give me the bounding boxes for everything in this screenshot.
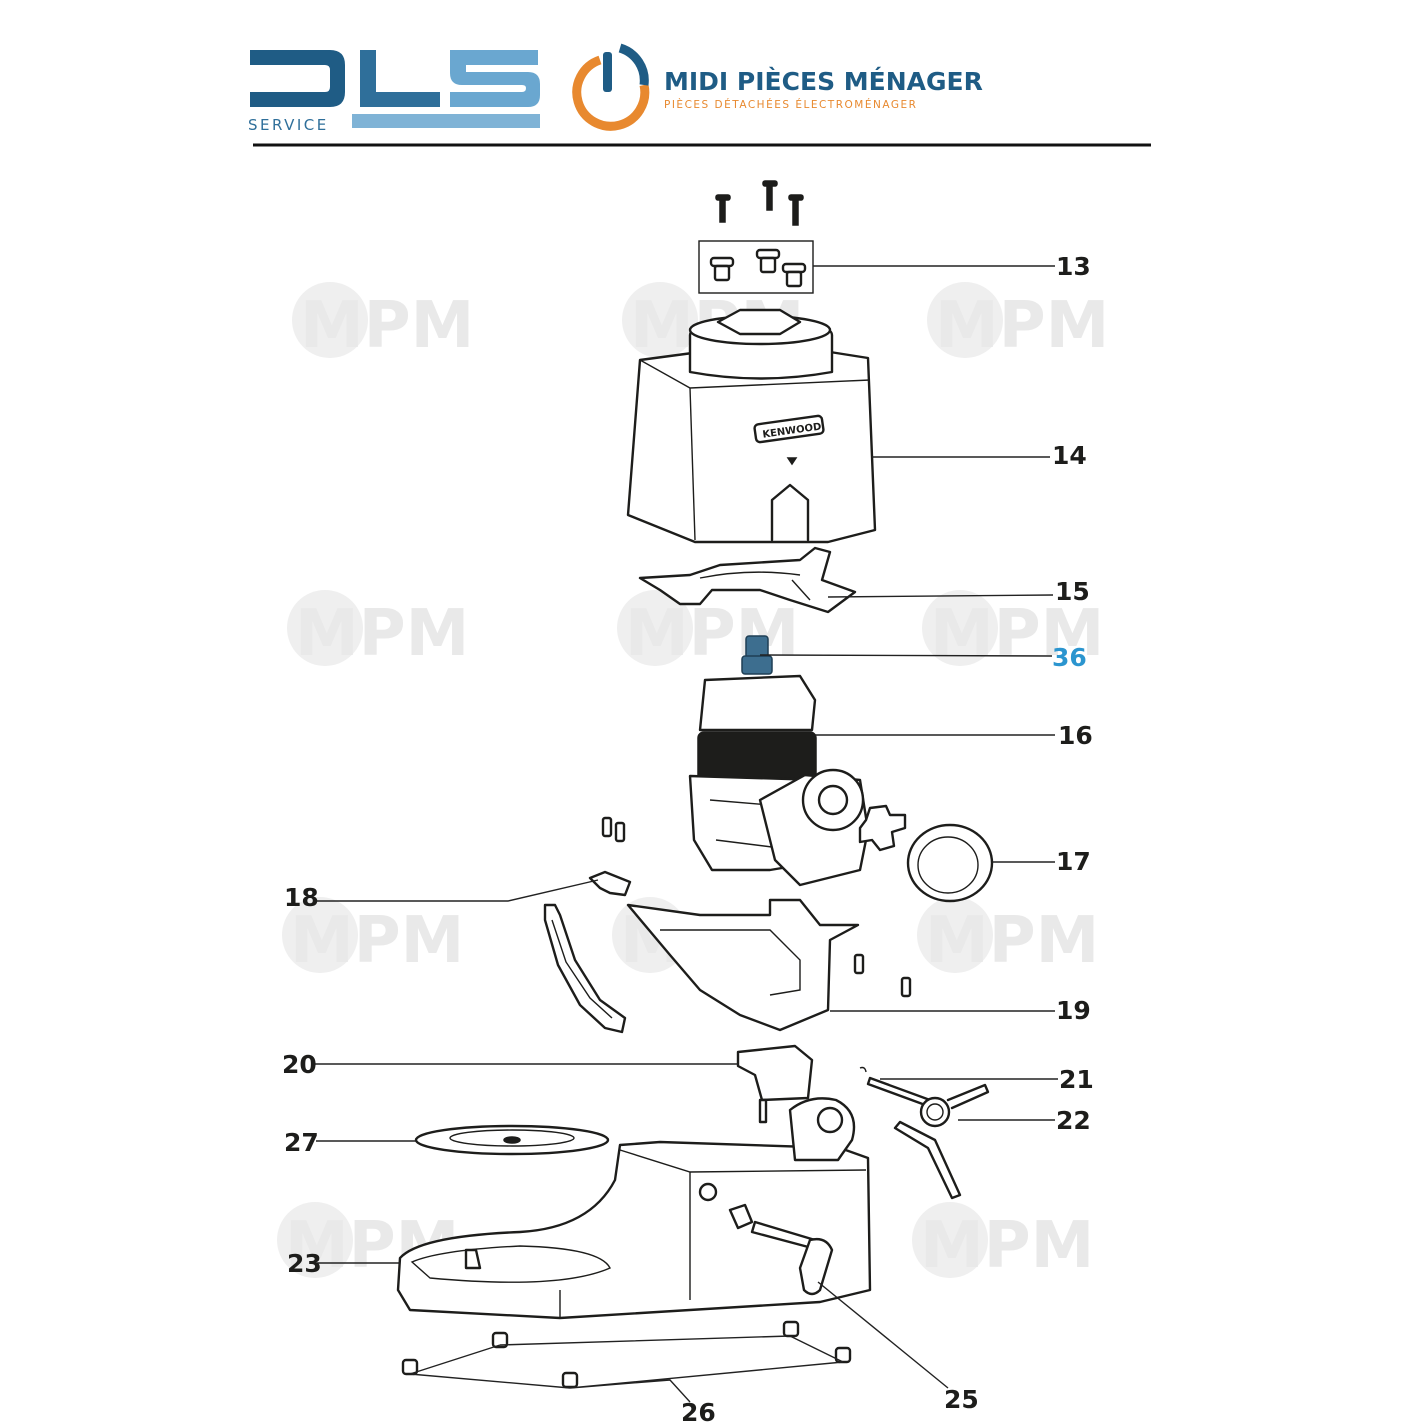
- part-25-lever: [728, 1203, 834, 1296]
- part-22-spring: [893, 1083, 990, 1200]
- label-20: 20: [282, 1050, 317, 1079]
- watermark: MPM: [912, 1202, 1094, 1283]
- label-27: 27: [284, 1128, 319, 1157]
- svg-text:MPM: MPM: [290, 904, 464, 978]
- label-18: 18: [284, 883, 319, 912]
- svg-text:MPM: MPM: [920, 1209, 1094, 1283]
- watermark: MPM: [282, 897, 464, 978]
- mpm-logo: MIDI PIÈCES MÉNAGER PIÈCES DÉTACHÉES ÉLE…: [572, 43, 983, 131]
- part-18-clip: [543, 870, 632, 1034]
- part-16-motor: [688, 674, 907, 887]
- watermark: MPM: [917, 897, 1099, 978]
- label-22: 22: [1056, 1106, 1091, 1135]
- svg-text:MPM: MPM: [625, 597, 799, 671]
- small-screws: [601, 816, 912, 998]
- svg-text:MPM: MPM: [295, 597, 469, 671]
- svg-text:MPM: MPM: [930, 597, 1104, 671]
- label-19: 19: [1056, 996, 1091, 1025]
- watermark: MPM: [927, 282, 1109, 363]
- part-14-housing: KENWOOD: [626, 308, 877, 544]
- part-27-plate: [414, 1124, 610, 1156]
- part-21-pin: [859, 1066, 932, 1108]
- label-16: 16: [1058, 721, 1093, 750]
- label-36: 36: [1052, 643, 1087, 672]
- part-36-gear: [741, 635, 773, 675]
- svg-text:MPM: MPM: [300, 289, 474, 363]
- label-26: 26: [681, 1398, 716, 1422]
- label-15: 15: [1055, 577, 1090, 606]
- watermark: MPM: [292, 282, 474, 363]
- part-13-grommets: [698, 240, 814, 294]
- leader-lines: [314, 265, 1058, 1403]
- watermark: MPM: [287, 590, 469, 671]
- mpm-subtitle: PIÈCES DÉTACHÉES ÉLECTROMÉNAGER: [664, 98, 917, 111]
- dls-service-logo: SERVICE: [248, 50, 540, 134]
- mpm-title: MIDI PIÈCES MÉNAGER: [664, 67, 983, 96]
- part-19-cover: [626, 898, 860, 1032]
- watermark: MPM: [922, 590, 1104, 671]
- part-17-ring: [906, 823, 994, 903]
- svg-text:MPM: MPM: [935, 289, 1109, 363]
- label-21: 21: [1059, 1065, 1094, 1094]
- part-20-latch: [736, 1044, 814, 1124]
- top-screws: [715, 180, 804, 226]
- part-15-bracket: [638, 546, 857, 614]
- part-23-base: [396, 1097, 872, 1320]
- label-13: 13: [1056, 252, 1091, 281]
- part-labels: 13 14 15 36 16 17 18 19 20 21 22 27 23 2…: [282, 252, 1094, 1422]
- svg-text:MPM: MPM: [925, 904, 1099, 978]
- label-23: 23: [287, 1249, 322, 1278]
- label-14: 14: [1052, 441, 1087, 470]
- label-17: 17: [1056, 847, 1091, 876]
- dls-service-text: SERVICE: [248, 116, 329, 134]
- label-25: 25: [944, 1385, 979, 1414]
